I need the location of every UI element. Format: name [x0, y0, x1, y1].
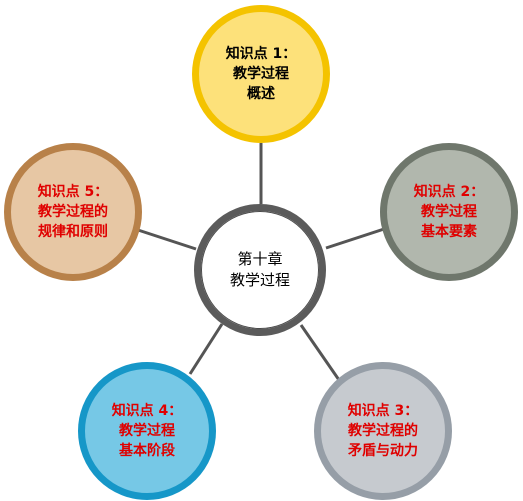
knowledge-point-3-title: 知识点 3： — [347, 403, 419, 419]
connector-line-3 — [299, 324, 341, 381]
knowledge-point-4-node: 知识点 4： 教学过程 基本阶段 — [78, 362, 216, 500]
knowledge-point-3-text: 知识点 3： 教学过程的 矛盾与动力 — [348, 401, 419, 461]
knowledge-point-5-title: 知识点 5： — [37, 184, 109, 200]
knowledge-point-2-node: 知识点 2： 教学过程 基本要素 — [380, 143, 518, 281]
knowledge-point-3-line2: 教学过程的 — [348, 423, 418, 439]
knowledge-point-1-title: 知识点 1： — [225, 46, 297, 62]
knowledge-point-5-line3: 规律和原则 — [38, 224, 108, 240]
connector-line-4 — [188, 323, 224, 375]
center-node-text: 第十章 教学过程 — [230, 249, 290, 291]
knowledge-point-1-node: 知识点 1： 教学过程 概述 — [192, 5, 330, 143]
knowledge-point-2-line3: 基本要素 — [421, 224, 477, 240]
knowledge-point-2-text: 知识点 2： 教学过程 基本要素 — [414, 182, 485, 242]
connector-line-2 — [325, 227, 385, 250]
knowledge-point-1-line3: 概述 — [247, 86, 275, 102]
center-node-line2: 教学过程 — [229, 271, 290, 289]
center-node-line1: 第十章 — [237, 250, 283, 268]
knowledge-point-5-text: 知识点 5： 教学过程的 规律和原则 — [38, 182, 109, 242]
knowledge-point-4-line3: 基本阶段 — [119, 443, 175, 459]
knowledge-point-4-line2: 教学过程 — [119, 423, 175, 439]
knowledge-point-1-line2: 教学过程 — [233, 66, 289, 82]
knowledge-point-1-text: 知识点 1： 教学过程 概述 — [226, 44, 297, 104]
knowledge-point-3-node: 知识点 3： 教学过程的 矛盾与动力 — [314, 362, 452, 500]
knowledge-point-2-title: 知识点 2： — [413, 184, 485, 200]
knowledge-point-4-text: 知识点 4： 教学过程 基本阶段 — [112, 401, 183, 461]
knowledge-point-5-line2: 教学过程的 — [38, 204, 108, 220]
knowledge-point-2-line2: 教学过程 — [421, 204, 477, 220]
knowledge-point-4-title: 知识点 4： — [111, 403, 183, 419]
knowledge-point-3-line3: 矛盾与动力 — [348, 443, 418, 459]
connector-line-5 — [137, 228, 197, 251]
center-node-chapter: 第十章 教学过程 — [194, 204, 326, 336]
knowledge-point-5-node: 知识点 5： 教学过程的 规律和原则 — [4, 143, 142, 281]
